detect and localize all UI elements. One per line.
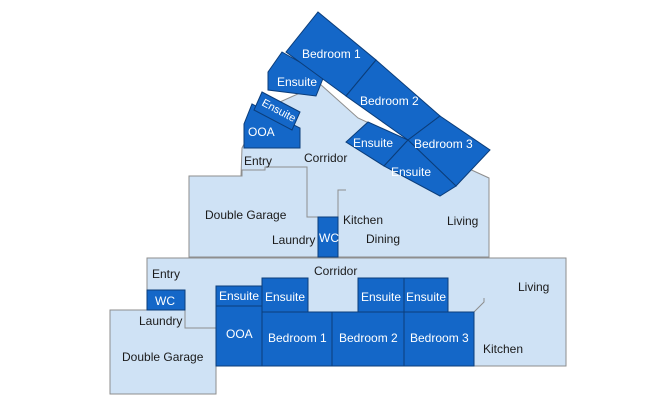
- upper-bedroom-1-label: Bedroom 1: [302, 47, 361, 61]
- lower-ensuite-2-label: Ensuite: [361, 290, 401, 304]
- upper-floor-plan: Entry Corridor Double Garage Laundry WC …: [188, 11, 491, 258]
- upper-bedroom-3-label: Bedroom 3: [414, 137, 473, 151]
- upper-ensuite-3-label: Ensuite: [391, 165, 431, 179]
- upper-ensuite-1-label: Ensuite: [277, 75, 317, 89]
- lower-kitchen-label: Kitchen: [483, 342, 523, 356]
- lower-ensuite-2: [357, 277, 405, 313]
- lower-bedroom-2: [331, 311, 405, 367]
- lower-bedroom-2-label: Bedroom 2: [339, 331, 398, 345]
- lower-corridor-label: Corridor: [314, 264, 357, 278]
- lower-entry-label: Entry: [152, 267, 180, 281]
- upper-ooa-label: OOA: [248, 125, 275, 139]
- upper-living-label: Living: [447, 214, 478, 228]
- upper-ensuite-2-label: Ensuite: [353, 136, 393, 150]
- lower-bedroom-3: [403, 311, 475, 367]
- lower-ooa-label: OOA: [226, 327, 253, 341]
- upper-bedroom-2-label: Bedroom 2: [360, 94, 419, 108]
- lower-ooa-room: [215, 305, 263, 367]
- upper-kitchen-label: Kitchen: [343, 213, 383, 227]
- upper-garage-wall: [189, 166, 318, 218]
- upper-garage-label: Double Garage: [205, 208, 287, 222]
- lower-bedroom-1: [261, 311, 333, 367]
- upper-ensuite-small: [253, 91, 301, 131]
- lower-bedroom-1-label: Bedroom 1: [268, 331, 327, 345]
- lower-wc-label: WC: [155, 294, 175, 308]
- upper-corridor-label: Corridor: [304, 151, 347, 165]
- lower-wc-room: [146, 289, 186, 311]
- lower-laundry-label: Laundry: [139, 314, 182, 328]
- lower-garage-wall: [109, 310, 217, 395]
- upper-wc-label: WC: [319, 231, 339, 245]
- upper-ensuite-3: [383, 139, 457, 197]
- upper-wc-room: [317, 216, 339, 258]
- lower-floor-plan: Entry Corridor WC Laundry Double Garage …: [109, 257, 567, 395]
- lower-ensuite-3-label: Ensuite: [406, 290, 446, 304]
- lower-ensuite-1: [261, 277, 309, 313]
- lower-ensuite-ooa-label: Ensuite: [219, 289, 259, 303]
- lower-ensuite-1-label: Ensuite: [265, 290, 305, 304]
- upper-laundry-label: Laundry: [272, 233, 315, 247]
- upper-entry-label: Entry: [244, 154, 272, 168]
- lower-living-label: Living: [518, 280, 549, 294]
- lower-ensuite-3: [403, 277, 449, 313]
- lower-garage-label: Double Garage: [122, 350, 204, 364]
- lower-bedroom-3-label: Bedroom 3: [410, 331, 469, 345]
- upper-dining-label: Dining: [366, 232, 400, 246]
